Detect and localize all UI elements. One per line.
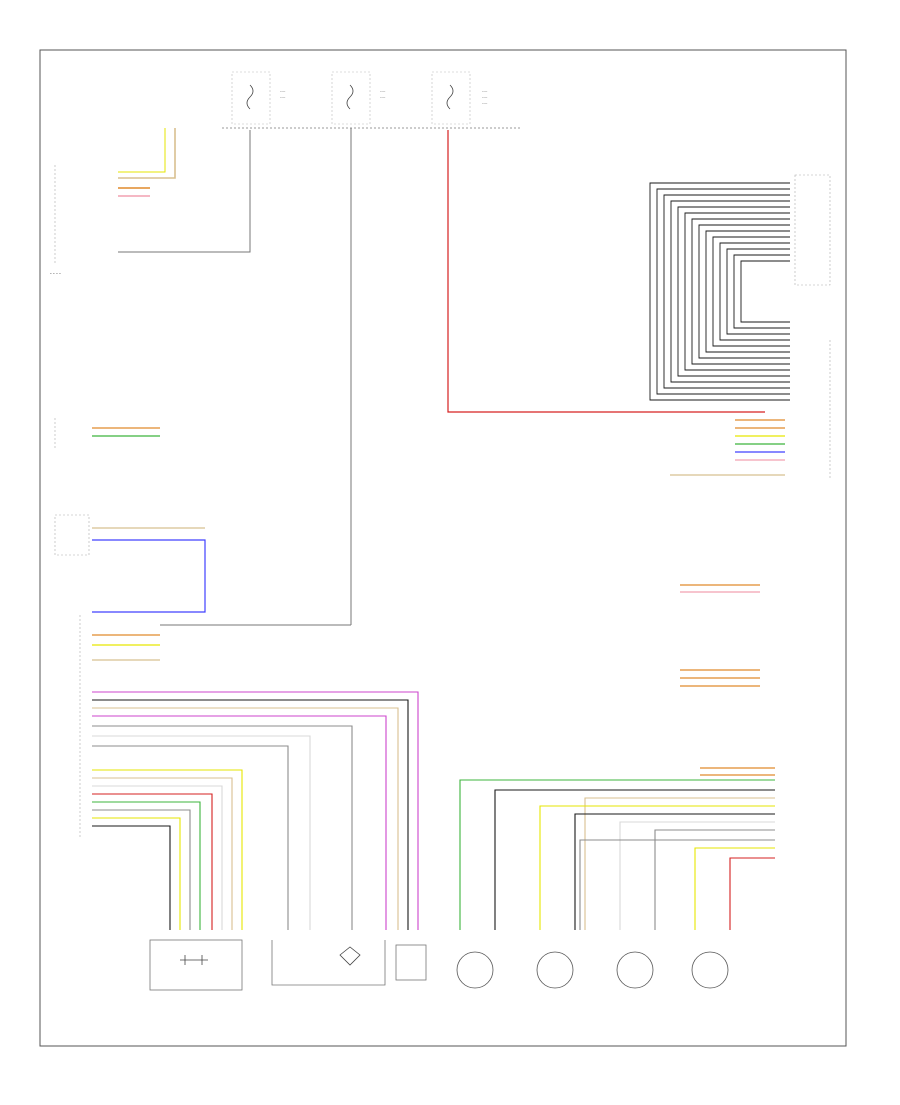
abs-wire: [654, 829, 775, 930]
bundle-wire: [663, 194, 790, 389]
left-connectors-mid: [54, 418, 206, 613]
bundle-wire: [656, 188, 790, 395]
harness-wire: [92, 699, 409, 930]
harness-wire: [92, 777, 233, 930]
bundle-wire: [691, 218, 790, 365]
svg-text:----: ----: [280, 94, 286, 99]
harness-wire: [92, 769, 243, 930]
abs-wire: [729, 857, 775, 930]
wheel-speed-sensors: [456, 951, 729, 989]
fuse-3: ------------: [431, 71, 488, 125]
svg-text:----: ----: [380, 94, 386, 99]
fuse-block: -------- -------- ------------: [222, 71, 520, 129]
harness-wire: [92, 809, 191, 930]
bundle-wire: [670, 200, 790, 383]
module-harness: [92, 691, 419, 930]
bundle-wire: [705, 230, 790, 353]
bundle-wire: [649, 182, 790, 401]
steering-switch-frame: [794, 174, 831, 480]
harness-wire: [92, 785, 223, 930]
bundle-wire: [719, 242, 790, 341]
abs-wire: [494, 789, 775, 930]
svg-text:----: ----: [380, 88, 386, 93]
bottom-components: [149, 939, 729, 991]
harness-wire: [92, 715, 387, 930]
wire-fuse3-red: [447, 130, 765, 413]
throttle-valve-module: [271, 940, 386, 986]
bundle-wire: [677, 206, 790, 377]
bundle-wire: [712, 236, 790, 347]
harness-wire: [92, 735, 311, 930]
abs-wire: [459, 779, 775, 930]
bundle-wire: [733, 254, 790, 329]
fuse-2: --------: [331, 71, 386, 125]
abs-wire: [694, 847, 775, 930]
svg-text:- - - -: - - - -: [50, 271, 61, 277]
control-module: [79, 615, 160, 838]
harness-wire: [92, 793, 213, 930]
top-left-sensor: - - - -: [50, 128, 251, 277]
steering-angle-sensor: [149, 939, 243, 991]
harness-wire: [92, 707, 399, 930]
svg-text:----: ----: [482, 94, 488, 99]
bundle-wire: [740, 260, 790, 323]
harness-wire: [92, 745, 289, 930]
right-connectors-mid: [670, 419, 785, 687]
abs-wire: [574, 813, 775, 930]
brake-light-switch: [395, 944, 427, 981]
svg-text:----: ----: [482, 88, 488, 93]
harness-wire: [92, 725, 353, 930]
bundle-wire: [684, 212, 790, 371]
bundle-wire: [698, 224, 790, 359]
diagram-frame: [39, 49, 847, 1047]
harness-wire: [92, 825, 171, 930]
abs-harness: [459, 767, 775, 930]
abs-wire: [579, 839, 775, 930]
harness-wire: [92, 801, 201, 930]
harness-wire: [92, 817, 181, 930]
bundle-wire: [726, 248, 790, 335]
abs-wire: [619, 821, 775, 930]
harness-wire: [92, 691, 419, 930]
abs-wire: [539, 805, 775, 930]
fuse-1: --------: [231, 71, 286, 125]
svg-text:----: ----: [280, 88, 286, 93]
svg-text:----: ----: [482, 100, 488, 105]
abs-wire: [584, 797, 775, 930]
steering-switch-bundle: [649, 182, 790, 401]
